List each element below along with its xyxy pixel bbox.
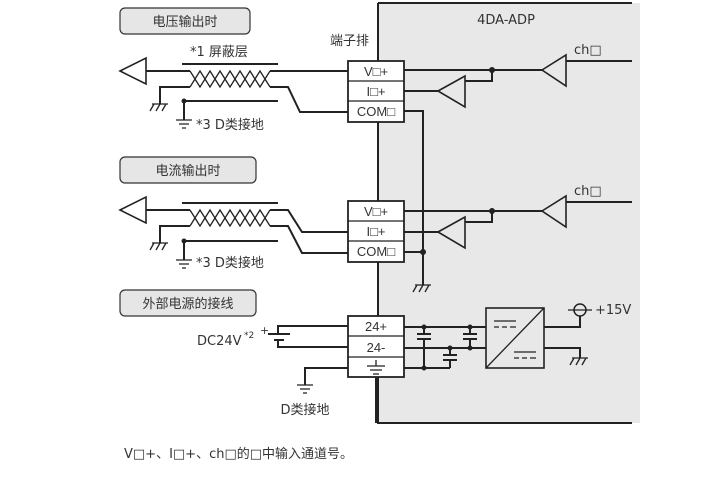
battery-icon	[268, 333, 290, 341]
section-title: 电流输出时	[155, 163, 220, 179]
terminal-i: I□+	[366, 224, 385, 239]
frame-ground-icon	[149, 242, 168, 251]
frame-ground-icon	[149, 103, 168, 112]
module-outline	[377, 2, 632, 424]
amplifier-icon	[540, 53, 567, 88]
section-external-power: 外部电源的接线 DC24V *2 + 24+ 24- D类接地	[119, 289, 631, 423]
terminal-24minus: 24-	[367, 340, 386, 355]
terminal-block	[347, 60, 405, 123]
channel-label: ch□	[574, 184, 602, 199]
module-name: 4DA-ADP	[477, 13, 535, 28]
earth-ground-icon	[176, 259, 192, 269]
supply-plus: +	[260, 324, 269, 337]
channel-label: ch□	[574, 43, 602, 58]
ground-label: D类接地	[280, 402, 329, 418]
shield-label: *1 屏蔽层	[190, 45, 248, 60]
supply-label: DC24V	[197, 334, 242, 349]
supply-note: *2	[244, 331, 254, 341]
terminal-v: V□+	[364, 64, 388, 79]
load-triangle-icon	[118, 195, 147, 225]
section-title: 外部电源的接线	[142, 296, 233, 312]
section-title-box	[119, 289, 257, 317]
load-triangle-icon	[118, 56, 147, 86]
frame-ground-icon	[412, 284, 431, 293]
footnote: V□+、I□+、ch□的□中输入通道号。	[124, 446, 353, 462]
amplifier-icon	[436, 215, 466, 250]
terminal-24plus: 24+	[365, 319, 387, 334]
terminal-block	[347, 200, 405, 263]
terminal-v: V□+	[364, 204, 388, 219]
earth-ground-icon	[176, 119, 192, 129]
amplifier-icon	[436, 74, 466, 109]
terminal-block	[347, 315, 405, 378]
twisted-pair	[189, 69, 271, 89]
terminal-i: I□+	[366, 84, 385, 99]
terminal-block-label: 端子排	[330, 34, 369, 49]
terminal-com: COM□	[357, 104, 395, 119]
earth-ground-icon	[297, 384, 313, 394]
section-title-box	[119, 7, 251, 35]
section-voltage-output: 电压输出时 端子排 *1 屏蔽层 *3 D类接地 V□+ I□+ COM□	[118, 7, 632, 285]
section-title-box	[119, 156, 257, 184]
section-current-output: 电流输出时 *3 D类接地 V□+ I□+ COM□ ch□	[118, 156, 632, 293]
ground-label: *3 D类接地	[196, 117, 264, 133]
terminal-com: COM□	[357, 244, 395, 259]
twisted-pair	[189, 208, 271, 228]
section-title: 电压输出时	[152, 14, 217, 30]
output-label: +15V	[595, 303, 631, 318]
ground-label: *3 D类接地	[196, 255, 264, 271]
frame-ground-icon	[569, 357, 588, 366]
amplifier-icon	[540, 194, 567, 229]
terminal-ground-icon	[367, 360, 385, 375]
